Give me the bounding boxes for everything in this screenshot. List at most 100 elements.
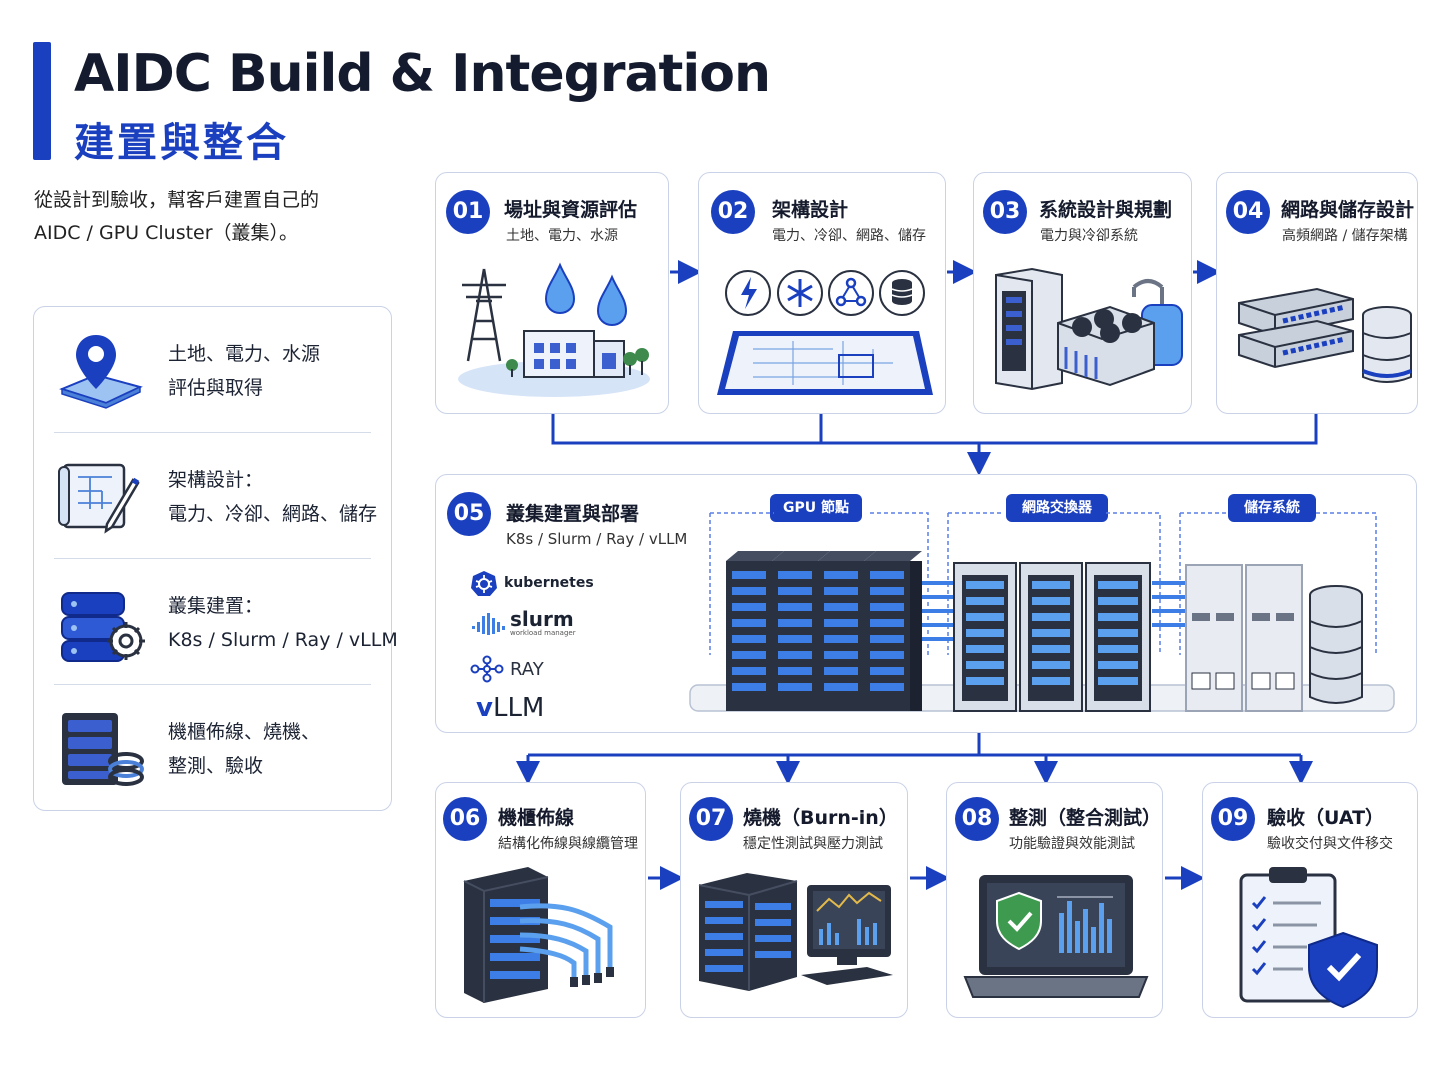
gpu-group-box: [710, 512, 929, 655]
summary-line: 機櫃佈線、燒機、: [168, 721, 321, 743]
storage-cabinet: [1245, 564, 1303, 712]
shield-check-icon: [996, 891, 1042, 951]
step-title: 叢集建置與部署: [506, 503, 640, 525]
burn-in-test-icon: [698, 873, 893, 991]
step-card-04: 04 網路與儲存設計 高頻網路 / 儲存架構: [1216, 172, 1418, 414]
summary-line: 叢集建置：: [168, 595, 264, 617]
summary-line: 架構設計：: [168, 469, 264, 491]
slurm-sublabel: workload manager: [510, 629, 576, 637]
step-number-badge: 08: [955, 797, 999, 841]
step-card-08: 08 整測（整合測試） 功能驗證與效能測試: [946, 782, 1163, 1018]
tag-gpu-nodes: GPU 節點: [770, 494, 862, 522]
ray-icon: [470, 655, 504, 683]
network-icon: [828, 270, 874, 316]
architecture-blueprint-icon: [717, 270, 933, 395]
summary-line: K8s / Slurm / Ray / vLLM: [168, 629, 398, 651]
rack-cable-icon: [62, 713, 144, 786]
step-number-badge: 01: [446, 190, 490, 234]
divider: [54, 557, 371, 559]
page-title-zh: 建置與整合: [74, 120, 289, 166]
database-gear-icon: [61, 592, 145, 662]
step-card-03: 03 系統設計與規劃 電力與冷卻系統: [973, 172, 1192, 414]
step-title: 驗收（UAT）: [1267, 807, 1385, 829]
blueprint-pencil-icon: [58, 463, 140, 534]
step-subtitle: K8s / Slurm / Ray / vLLM: [506, 530, 688, 548]
rack-cabling-icon: [463, 867, 614, 1003]
network-rack: [953, 562, 1017, 712]
switch-icon: [1238, 287, 1354, 369]
step-title: 場址與資源評估: [504, 199, 638, 221]
step-number-badge: 05: [447, 492, 491, 536]
step-number-badge: 09: [1211, 797, 1255, 841]
summary-item-architecture: 架構設計： 電力、冷卻、網路、儲存: [34, 433, 391, 559]
gpu-rack-group: [726, 551, 922, 711]
step-subtitle: 高頻網路 / 儲存架構: [1282, 228, 1408, 244]
subtitle-line-1: 從設計到驗收，幫客戶建置自己的: [34, 189, 320, 211]
step-subtitle: 驗收交付與文件移交: [1267, 836, 1393, 852]
storage-icon: [879, 270, 925, 316]
merge-line-top: [551, 414, 1318, 445]
step-subtitle: 電力與冷卻系統: [1040, 228, 1138, 244]
site-power-water-icon: [458, 262, 650, 397]
step-card-02: 02 架構設計 電力、冷卻、網路、儲存: [698, 172, 946, 414]
storage-cabinet: [1185, 564, 1243, 712]
cluster-cables: [922, 581, 1186, 641]
kubernetes-logo: kubernetes: [470, 569, 594, 597]
kubernetes-label: kubernetes: [504, 575, 594, 591]
summary-text: 架構設計： 電力、冷卻、網路、儲存: [168, 463, 377, 531]
network-rack: [1085, 562, 1151, 712]
server-rack-icon: [698, 873, 798, 991]
storage-cylinder-icon: [1362, 306, 1412, 383]
laptop-verification-icon: [963, 875, 1149, 998]
page-title: AIDC Build & Integration: [74, 44, 771, 104]
step-title: 整測（整合測試）: [1009, 807, 1162, 829]
step-subtitle: 結構化佈線與線纜管理: [498, 836, 638, 852]
step-number-badge: 04: [1226, 190, 1270, 234]
page-subtitle: 從設計到驗收，幫客戶建置自己的 AIDC / GPU Cluster（叢集）。: [34, 184, 319, 250]
summary-line: 電力、冷卻、網路、儲存: [168, 503, 378, 525]
divider: [54, 431, 371, 433]
step-subtitle: 電力、冷卻、網路、儲存: [772, 228, 926, 244]
step-card-05: 05 叢集建置與部署 K8s / Slurm / Ray / vLLM kube…: [435, 474, 1417, 733]
storage-cylinder: [1309, 585, 1363, 704]
summary-line: 土地、電力、水源: [168, 343, 321, 365]
step-title: 架構設計: [772, 199, 849, 221]
vllm-logo: v LLM: [476, 693, 544, 723]
step-subtitle: 功能驗證與效能測試: [1009, 836, 1135, 852]
power-cooling-system-icon: [995, 267, 1183, 391]
step-number-badge: 07: [689, 797, 733, 841]
slurm-icon: [472, 612, 505, 635]
vllm-v: v: [476, 693, 493, 723]
step-card-01: 01 場址與資源評估 土地、電力、水源: [435, 172, 669, 414]
summary-text: 叢集建置： K8s / Slurm / Ray / vLLM: [168, 589, 398, 657]
step-card-07: 07 燒機（Burn-in） 穩定性測試與壓力測試: [680, 782, 908, 1018]
step-number-badge: 06: [443, 797, 487, 841]
step-title: 系統設計與規劃: [1039, 199, 1173, 221]
summary-item-cabling: 機櫃佈線、燒機、 整測、驗收: [34, 685, 391, 811]
step-card-06: 06 機櫃佈線 結構化佈線與線纜管理: [435, 782, 646, 1018]
tag-storage-system: 儲存系統: [1228, 494, 1316, 522]
ray-label: RAY: [510, 658, 544, 680]
clipboard-acceptance-icon: [1239, 867, 1378, 1009]
summary-item-site: 土地、電力、水源 評估與取得: [34, 307, 391, 433]
step-card-09: 09 驗收（UAT） 驗收交付與文件移交: [1202, 782, 1418, 1018]
divider: [54, 683, 371, 685]
step-title: 燒機（Burn-in）: [743, 807, 898, 829]
vllm-label: LLM: [492, 693, 545, 723]
network-storage-icon: [1238, 287, 1412, 383]
summary-item-cluster: 叢集建置： K8s / Slurm / Ray / vLLM: [34, 559, 398, 685]
summary-line: 整測、驗收: [168, 755, 264, 777]
kubernetes-icon: [471, 571, 497, 596]
summary-line: 評估與取得: [168, 377, 264, 399]
subtitle-line-2: AIDC / GPU Cluster（叢集）。: [34, 222, 299, 244]
step-title: 網路與儲存設計: [1281, 199, 1415, 221]
step-subtitle: 穩定性測試與壓力測試: [743, 836, 883, 852]
slurm-label: slurm: [510, 607, 574, 631]
summary-text: 機櫃佈線、燒機、 整測、驗收: [168, 715, 320, 783]
split-line-bottom: [528, 733, 1301, 757]
slurm-logo: slurm workload manager: [470, 609, 576, 638]
network-rack: [1019, 562, 1083, 712]
storage-group: [1185, 564, 1363, 712]
tag-network-switch: 網路交換器: [1006, 494, 1108, 522]
